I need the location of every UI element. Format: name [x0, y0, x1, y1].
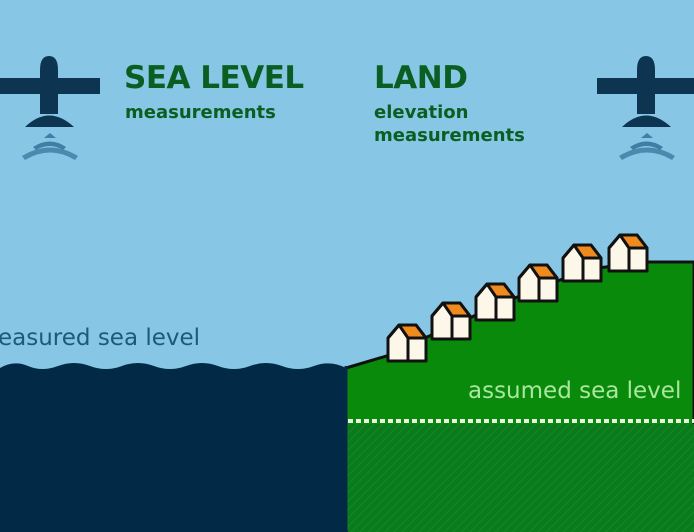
house-icon [430, 301, 472, 341]
house-icon [386, 323, 428, 363]
house-icon [474, 282, 516, 322]
satellite-icon-left [0, 56, 100, 160]
sea-level-subtitle: measurements [125, 102, 276, 123]
satellite-icon-right [597, 56, 694, 160]
land-title: LAND [374, 60, 468, 96]
measured-sea-level-label: easured sea level [0, 325, 201, 351]
house-icon [607, 233, 649, 273]
land-subtitle-line2: measurements [374, 125, 525, 146]
sea-level-title: SEA LEVEL [124, 60, 304, 96]
house-icon [561, 243, 603, 283]
assumed-sea-level-label: assumed sea level [468, 378, 682, 404]
land-subtitle-line1: elevation [374, 102, 469, 123]
house-icon [517, 263, 559, 303]
sea-water [0, 363, 346, 532]
land-subsurface [348, 424, 694, 532]
